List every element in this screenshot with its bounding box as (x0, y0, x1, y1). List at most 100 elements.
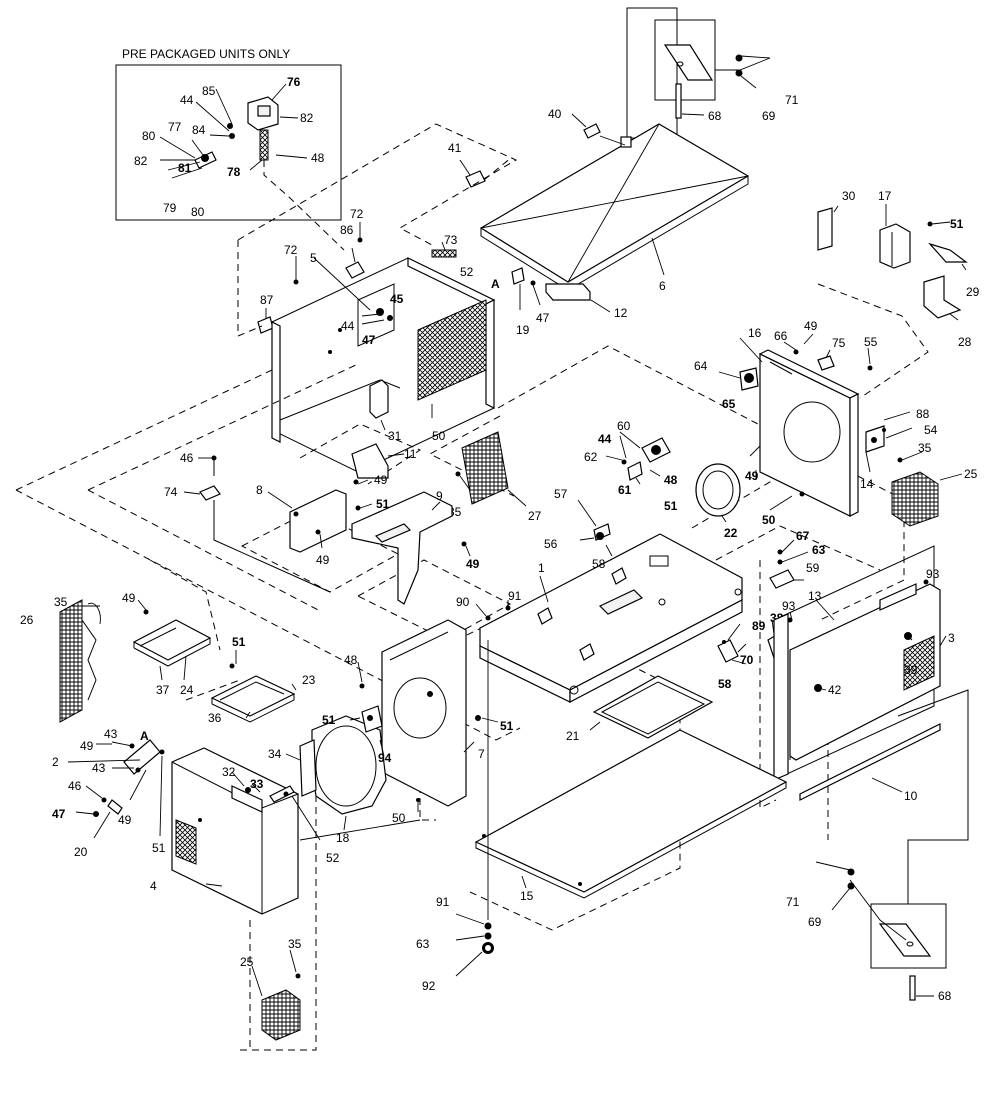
callout-72: 72 (284, 243, 298, 257)
callout-18: 18 (336, 831, 350, 845)
callout-52: 52 (326, 851, 340, 865)
callout-93: 93 (926, 567, 940, 581)
part-15 (474, 729, 788, 893)
callout-21: 21 (566, 729, 580, 743)
part-10-rail (799, 723, 941, 801)
callout-41: 41 (448, 141, 462, 155)
prepackaged-inset: PRE PACKAGED UNITS ONLY 44 85 84 77 80 8… (115, 47, 345, 251)
mid-center-parts: 60 44 62 61 48 35 27 22 51 (448, 419, 741, 540)
circuit-boards: 49 37 24 51 36 23 (122, 591, 316, 725)
callout-47: 47 (536, 311, 550, 325)
callout-61: 61 (618, 483, 632, 497)
callout-70: 70 (740, 653, 754, 667)
callout-4: 4 (150, 879, 157, 893)
callout-88: 88 (916, 407, 930, 421)
callout-7: 7 (478, 747, 485, 761)
callout-62: 62 (584, 450, 598, 464)
callout-1: 1 (538, 561, 545, 575)
callout-20: 20 (74, 845, 88, 859)
callout-36: 36 (208, 711, 222, 725)
callout-35: 35 (288, 937, 302, 951)
callout-47: 47 (52, 807, 66, 821)
part-17 (879, 223, 911, 269)
callout-44: 44 (598, 432, 612, 446)
callout-82: 82 (300, 111, 314, 125)
callout-8: 8 (256, 483, 263, 497)
part-27 (461, 431, 509, 505)
callout-49: 49 (745, 469, 759, 483)
callout-64: 64 (694, 359, 708, 373)
callout-26: 26 (20, 613, 34, 627)
part-26-mesh (59, 599, 83, 723)
fan-opening-16 (783, 401, 841, 463)
mid-left-brackets: 11 8 49 49 51 9 49 46 74 (164, 443, 480, 605)
callout-82: 82 (134, 154, 148, 168)
callout-58: 58 (592, 557, 606, 571)
callout-50: 50 (392, 811, 406, 825)
callout-24: 24 (180, 683, 194, 697)
control-cluster: 67 63 59 89 70 58 38 (717, 529, 826, 691)
callout-69: 69 (808, 915, 822, 929)
callout-17: 17 (878, 189, 892, 203)
callout-48: 48 (344, 653, 358, 667)
part-30 (817, 207, 833, 251)
detail-frame-top (654, 19, 716, 101)
callout-32: 32 (222, 765, 236, 779)
part-19 (511, 267, 525, 285)
callout-48: 48 (311, 151, 325, 165)
callout-49: 49 (466, 557, 480, 571)
callout-50: 50 (432, 429, 446, 443)
part-34 (299, 739, 317, 797)
part-31 (369, 379, 389, 419)
detail-box-top: 71 69 68 (626, 7, 799, 139)
callout-5: 5 (310, 251, 317, 265)
top-small-parts: 72 72 73 86 87 A 19 47 (257, 207, 550, 337)
part-70 (717, 639, 739, 663)
callout-50: 50 (762, 513, 776, 527)
callout-46: 46 (180, 451, 194, 465)
callout-49: 49 (80, 739, 94, 753)
part-3-louvre (903, 635, 935, 691)
callout-77: 77 (168, 120, 182, 134)
callout-46: 46 (68, 779, 82, 793)
part-4-louvre (175, 819, 197, 865)
part-75 (817, 355, 835, 371)
callout-87: 87 (260, 293, 274, 307)
callout-14: 14 (860, 477, 874, 491)
callout-66: 66 (774, 329, 788, 343)
callout-39: 39 (904, 663, 918, 677)
callout-43: 43 (104, 727, 118, 741)
callout-90: 90 (456, 595, 470, 609)
callout-60: 60 (617, 419, 631, 433)
callout-37: 37 (156, 683, 170, 697)
callout-84: 84 (192, 123, 206, 137)
callout-25: 25 (964, 467, 978, 481)
callout-68: 68 (938, 989, 952, 1003)
callout-63: 63 (416, 937, 430, 951)
callout-51: 51 (152, 841, 166, 855)
callout-80: 80 (142, 129, 156, 143)
callout-9: 9 (436, 489, 443, 503)
bottom-plate: 15 91 63 92 (416, 640, 788, 993)
callout-49: 49 (118, 813, 132, 827)
part-12 (545, 283, 591, 301)
callout-42: 42 (828, 683, 842, 697)
callout-92: 92 (422, 979, 436, 993)
callout-69: 69 (762, 109, 776, 123)
part-4-case (171, 747, 299, 915)
callout-51: 51 (322, 713, 336, 727)
callout-22: 22 (724, 526, 738, 540)
part-28 (923, 275, 962, 319)
right-side-panel: 93 93 13 39 42 3 10 (773, 545, 955, 803)
callout-27: 27 (528, 509, 542, 523)
callout-47: 47 (362, 333, 376, 347)
callout-A: A (140, 729, 149, 743)
callout-57: 57 (554, 487, 568, 501)
callout-51: 51 (376, 497, 390, 511)
callout-30: 30 (842, 189, 856, 203)
callout-31: 31 (388, 429, 402, 443)
part-87 (257, 316, 274, 334)
callout-15: 15 (520, 889, 534, 903)
callout-56: 56 (544, 537, 558, 551)
